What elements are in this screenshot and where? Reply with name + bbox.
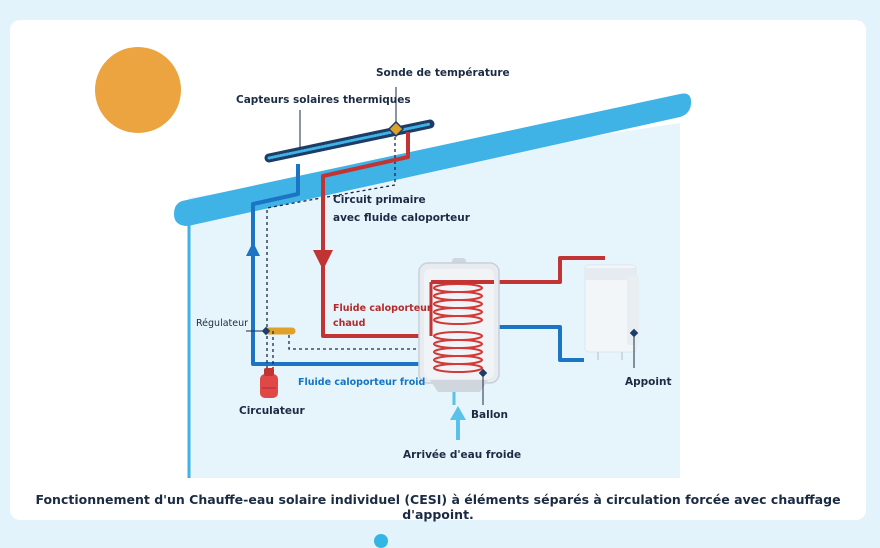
label-capteurs: Capteurs solaires thermiques [236,94,411,106]
cold-pipe [251,164,431,366]
tank-wire [288,335,431,350]
label-circuit-primaire-2: avec fluide caloporteur [333,212,470,224]
caption: Fonctionnement d'un Chauffe-eau solaire … [35,492,841,522]
backup-boiler [584,264,639,368]
circulator-pump [260,368,278,398]
hot-flow-arrow [316,254,330,268]
label-fluide-chaud-1: Fluide caloporteur [333,303,432,314]
label-circulateur: Circulateur [239,405,305,417]
label-regulateur: Régulateur [196,318,249,329]
diagram-card: Sonde de température Capteurs solaires t… [10,20,866,522]
label-ballon: Ballon [471,409,508,421]
hot-to-appoint [494,256,605,284]
label-fluide-froid: Fluide caloporteur froid [298,377,426,388]
cold-water-inlet [450,406,466,440]
cold-flow-arrow [246,242,260,256]
label-sonde: Sonde de température [376,67,510,79]
roof [174,93,692,226]
label-arrivee-eau: Arrivée d'eau froide [403,449,522,461]
label-appoint: Appoint [625,376,672,388]
sensor-wire [266,131,396,372]
label-fluide-chaud-2: chaud [333,318,366,329]
label-circuit-primaire-1: Circuit primaire [333,194,426,206]
cold-return-to-appoint [494,325,584,362]
cesi-diagram [95,47,692,478]
hot-pipe [321,132,431,338]
scroll-indicator-dot [374,534,388,548]
sun [95,47,181,133]
temperature-sensor [387,120,405,138]
